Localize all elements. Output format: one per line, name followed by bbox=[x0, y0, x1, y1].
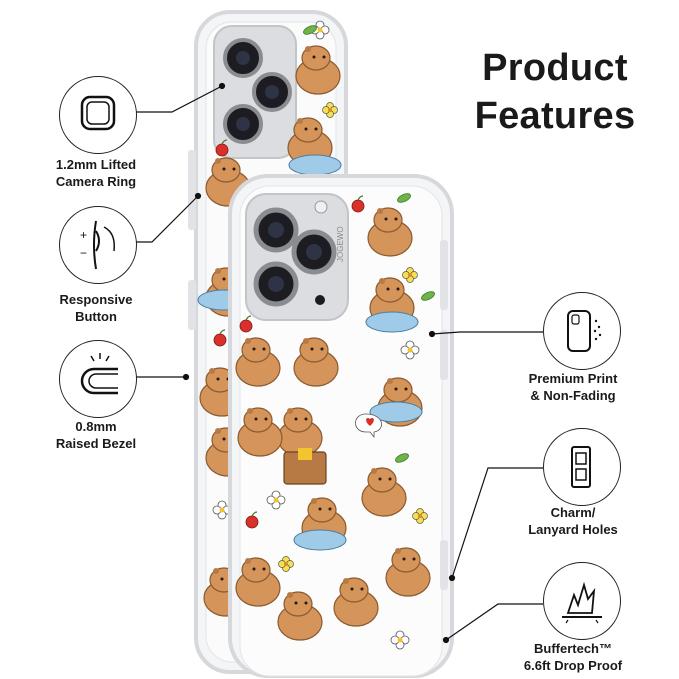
title-line-2: Features bbox=[474, 95, 636, 137]
svg-text:+: + bbox=[80, 228, 87, 242]
lanyard-holes-label: Charm/ Lanyard Holes bbox=[528, 505, 618, 537]
responsive-button-label: Responsive Button bbox=[59, 292, 133, 324]
camera-ring-label: 1.2mm Lifted Camera Ring bbox=[55, 157, 137, 189]
drop-proof-label: Buffertech™ 6.6ft Drop Proof bbox=[523, 641, 623, 673]
premium-print-circle bbox=[543, 292, 621, 370]
product-features-title: Product Features bbox=[440, 44, 670, 140]
raised-bezel-label: 0.8mm Raised Bezel bbox=[55, 419, 137, 451]
camera-ring-icon bbox=[80, 95, 116, 131]
front-phone-case: JOGEWO bbox=[228, 174, 454, 678]
drop-impact-icon bbox=[562, 581, 602, 624]
raised-bezel-icon bbox=[80, 353, 118, 395]
lanyard-hole-icon bbox=[571, 446, 591, 488]
lanyard-holes-circle bbox=[543, 428, 621, 506]
button-press-icon: + − bbox=[80, 220, 116, 270]
responsive-button-circle: + − bbox=[59, 206, 137, 284]
title-line-1: Product bbox=[482, 47, 628, 89]
premium-print-label: Premium Print & Non-Fading bbox=[528, 371, 618, 403]
phone-print-icon bbox=[567, 310, 602, 352]
svg-text:−: − bbox=[80, 246, 87, 260]
drop-proof-circle bbox=[543, 562, 621, 640]
raised-bezel-circle bbox=[59, 340, 137, 418]
camera-ring-circle bbox=[59, 76, 137, 154]
case-brand-text: JOGEWO bbox=[336, 226, 345, 262]
